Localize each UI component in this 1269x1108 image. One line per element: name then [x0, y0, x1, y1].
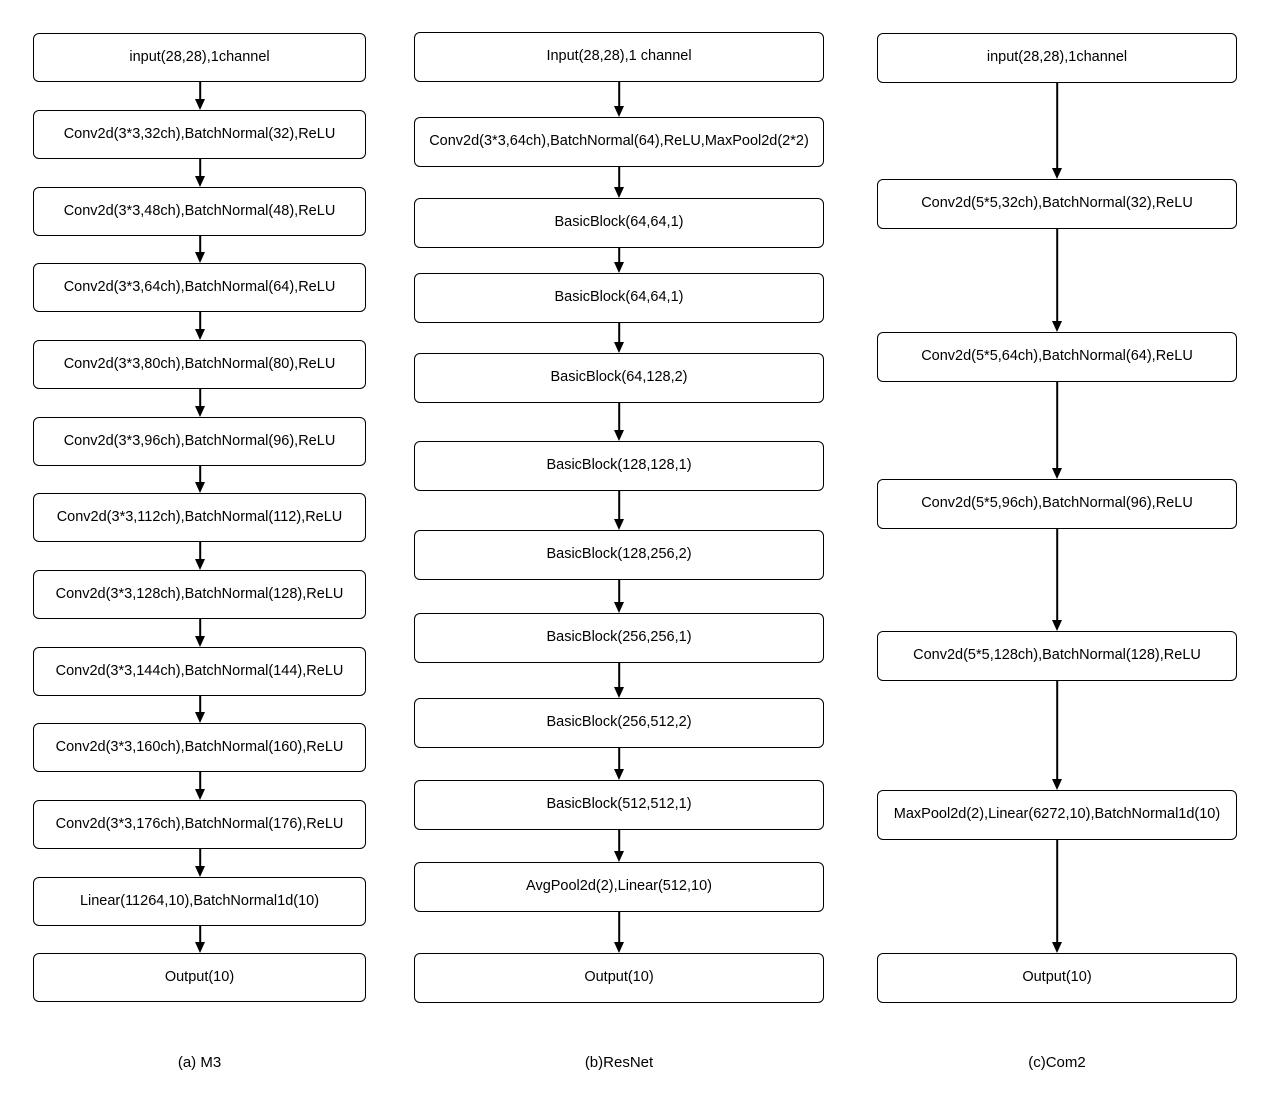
arrow-down-icon [612, 830, 626, 862]
layer-box: MaxPool2d(2),Linear(6272,10),BatchNormal… [877, 790, 1237, 840]
layer-box: Input(28,28),1 channel [414, 32, 824, 82]
layer-box: Conv2d(3*3,32ch),BatchNormal(32),ReLU [33, 110, 366, 159]
layer-box: BasicBlock(256,256,1) [414, 613, 824, 663]
layer-box: Conv2d(3*3,64ch),BatchNormal(64),ReLU,Ma… [414, 117, 824, 167]
arrow-down-icon [1050, 840, 1064, 953]
arrow-down-icon [1050, 681, 1064, 790]
layer-box: Conv2d(3*3,64ch),BatchNormal(64),ReLU [33, 263, 366, 312]
arrow-down-icon [612, 663, 626, 698]
layer-box: BasicBlock(128,256,2) [414, 530, 824, 580]
arrow-down-icon [193, 236, 207, 263]
arrow-down-icon [1050, 529, 1064, 631]
arrow-down-icon [1050, 382, 1064, 479]
layer-box: Conv2d(3*3,128ch),BatchNormal(128),ReLU [33, 570, 366, 619]
arrow-down-icon [193, 696, 207, 723]
layer-box: BasicBlock(512,512,1) [414, 780, 824, 830]
arrow-down-icon [612, 403, 626, 441]
layer-box: BasicBlock(64,64,1) [414, 198, 824, 248]
layer-box: Output(10) [33, 953, 366, 1002]
layer-box: Linear(11264,10),BatchNormal1d(10) [33, 877, 366, 926]
arrow-down-icon [193, 159, 207, 187]
layer-box: input(28,28),1channel [877, 33, 1237, 83]
column-caption: (a) M3 [177, 1054, 222, 1071]
layer-box: Conv2d(3*3,160ch),BatchNormal(160),ReLU [33, 723, 366, 772]
arrow-down-icon [193, 312, 207, 340]
layer-box: Conv2d(5*5,128ch),BatchNormal(128),ReLU [877, 631, 1237, 681]
arrow-down-icon [612, 167, 626, 198]
layer-box: BasicBlock(128,128,1) [414, 441, 824, 491]
layer-box: BasicBlock(64,64,1) [414, 273, 824, 323]
layer-box: Output(10) [414, 953, 824, 1003]
layer-box: Conv2d(3*3,96ch),BatchNormal(96),ReLU [33, 417, 366, 466]
arrow-down-icon [193, 466, 207, 493]
arrow-down-icon [612, 912, 626, 953]
layer-box: Conv2d(5*5,96ch),BatchNormal(96),ReLU [877, 479, 1237, 529]
arrow-down-icon [612, 248, 626, 273]
arrow-down-icon [193, 619, 207, 647]
layer-box: Conv2d(5*5,32ch),BatchNormal(32),ReLU [877, 179, 1237, 229]
column-caption: (c)Com2 [1028, 1054, 1086, 1071]
layer-box: Conv2d(3*3,176ch),BatchNormal(176),ReLU [33, 800, 366, 849]
arrow-down-icon [193, 926, 207, 953]
layer-box: input(28,28),1channel [33, 33, 366, 82]
layer-box: Conv2d(3*3,112ch),BatchNormal(112),ReLU [33, 493, 366, 542]
arrow-down-icon [612, 491, 626, 530]
arrow-down-icon [612, 82, 626, 117]
arrow-down-icon [612, 580, 626, 613]
layer-box: BasicBlock(256,512,2) [414, 698, 824, 748]
arrow-down-icon [193, 82, 207, 110]
layer-box: Conv2d(3*3,48ch),BatchNormal(48),ReLU [33, 187, 366, 236]
arrow-down-icon [1050, 83, 1064, 179]
arrow-down-icon [193, 389, 207, 417]
layer-box: BasicBlock(64,128,2) [414, 353, 824, 403]
arrow-down-icon [193, 772, 207, 800]
column-caption: (b)ResNet [584, 1054, 654, 1071]
arrow-down-icon [193, 542, 207, 570]
layer-box: Conv2d(3*3,80ch),BatchNormal(80),ReLU [33, 340, 366, 389]
arrow-down-icon [193, 849, 207, 877]
layer-box: AvgPool2d(2),Linear(512,10) [414, 862, 824, 912]
layer-box: Conv2d(3*3,144ch),BatchNormal(144),ReLU [33, 647, 366, 696]
layer-box: Output(10) [877, 953, 1237, 1003]
layer-box: Conv2d(5*5,64ch),BatchNormal(64),ReLU [877, 332, 1237, 382]
arrow-down-icon [612, 748, 626, 780]
arrow-down-icon [1050, 229, 1064, 332]
arrow-down-icon [612, 323, 626, 353]
